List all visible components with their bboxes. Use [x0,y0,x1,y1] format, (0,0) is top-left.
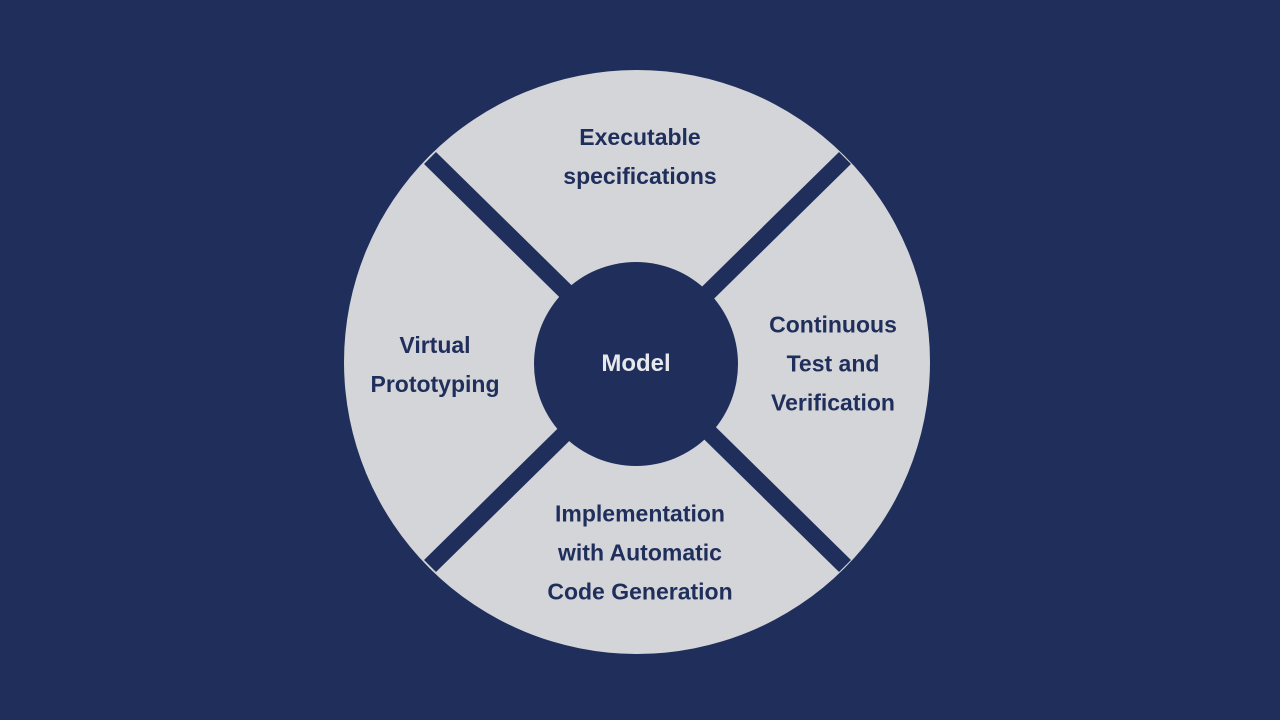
segment-right-line: Continuous [769,311,897,338]
segment-top-line: specifications [563,163,717,189]
segment-bottom-line: Implementation [555,500,725,527]
segment-left-line: Prototyping [370,371,500,397]
segment-bottom-line: with Automatic [558,539,722,566]
segment-top-line: Executable [579,124,701,150]
center-label: Model [601,350,671,377]
segment-right-line: Verification [771,389,895,416]
segment-left-label: Virtual Prototyping [370,326,499,404]
segment-right-label: Continuous Test and Verification [769,306,897,423]
segment-bottom-label: Implementation with Automatic Code Gener… [547,495,732,612]
segment-right-line: Test and [786,350,880,377]
segment-top-label: Executable specifications [563,118,716,196]
segment-left-line: Virtual [399,332,471,358]
center-hub [534,262,738,466]
segment-bottom-line: Code Generation [547,578,733,605]
